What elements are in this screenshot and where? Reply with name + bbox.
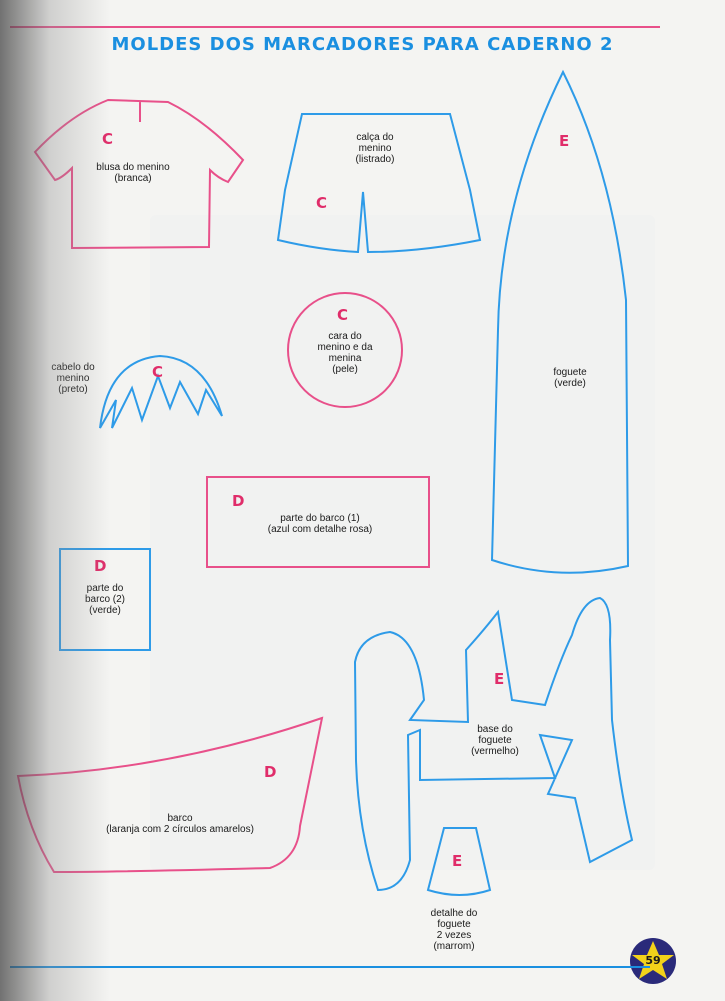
bottom-rule	[10, 966, 650, 968]
face-label: cara do menino e da menina (pele)	[317, 331, 373, 375]
face-letter: C	[337, 306, 349, 324]
hair-label: cabelo do menino (preto)	[51, 362, 95, 395]
rocket-base-label: base do foguete (vermelho)	[471, 724, 519, 757]
boat-part-1-outline	[206, 476, 430, 568]
rocket-letter: E	[559, 132, 570, 150]
rocket-base-letter: E	[494, 670, 505, 688]
page-title: MOLDES DOS MARCADORES PARA CADERNO 2	[111, 34, 614, 55]
rocket-base-outline	[353, 596, 634, 892]
hair-outline	[99, 354, 223, 429]
shirt-label: blusa do menino (branca)	[96, 162, 170, 184]
pants-letter: C	[316, 194, 328, 212]
rocket-detail-label: detalhe do foguete 2 vezes (marrom)	[430, 908, 478, 952]
pants-outline	[276, 113, 482, 254]
rocket-detail-outline	[426, 827, 492, 896]
hair-letter: C	[152, 363, 164, 381]
boat-label: barco (laranja com 2 círculos amarelos)	[106, 813, 254, 835]
face-outline	[287, 292, 403, 408]
rocket-detail-letter: E	[452, 852, 463, 870]
boat-letter: D	[264, 763, 277, 781]
rocket-outline	[490, 69, 630, 574]
background-bleed-panel	[150, 215, 655, 870]
boat-part-2-label: parte do barco (2) (verde)	[84, 583, 125, 616]
top-rule	[10, 26, 660, 28]
shirt-letter: C	[102, 130, 114, 148]
page-badge-star	[632, 941, 674, 979]
boat-outline	[16, 716, 324, 874]
rocket-label: foguete (verde)	[553, 367, 587, 389]
boat-part-2-letter: D	[94, 557, 107, 575]
boat-part-1-letter: D	[232, 492, 245, 510]
pants-label: calça do menino (listrado)	[355, 132, 395, 165]
page-number: 59	[645, 954, 661, 967]
boat-part-1-label: parte do barco (1) (azul com detalhe ros…	[267, 513, 373, 535]
